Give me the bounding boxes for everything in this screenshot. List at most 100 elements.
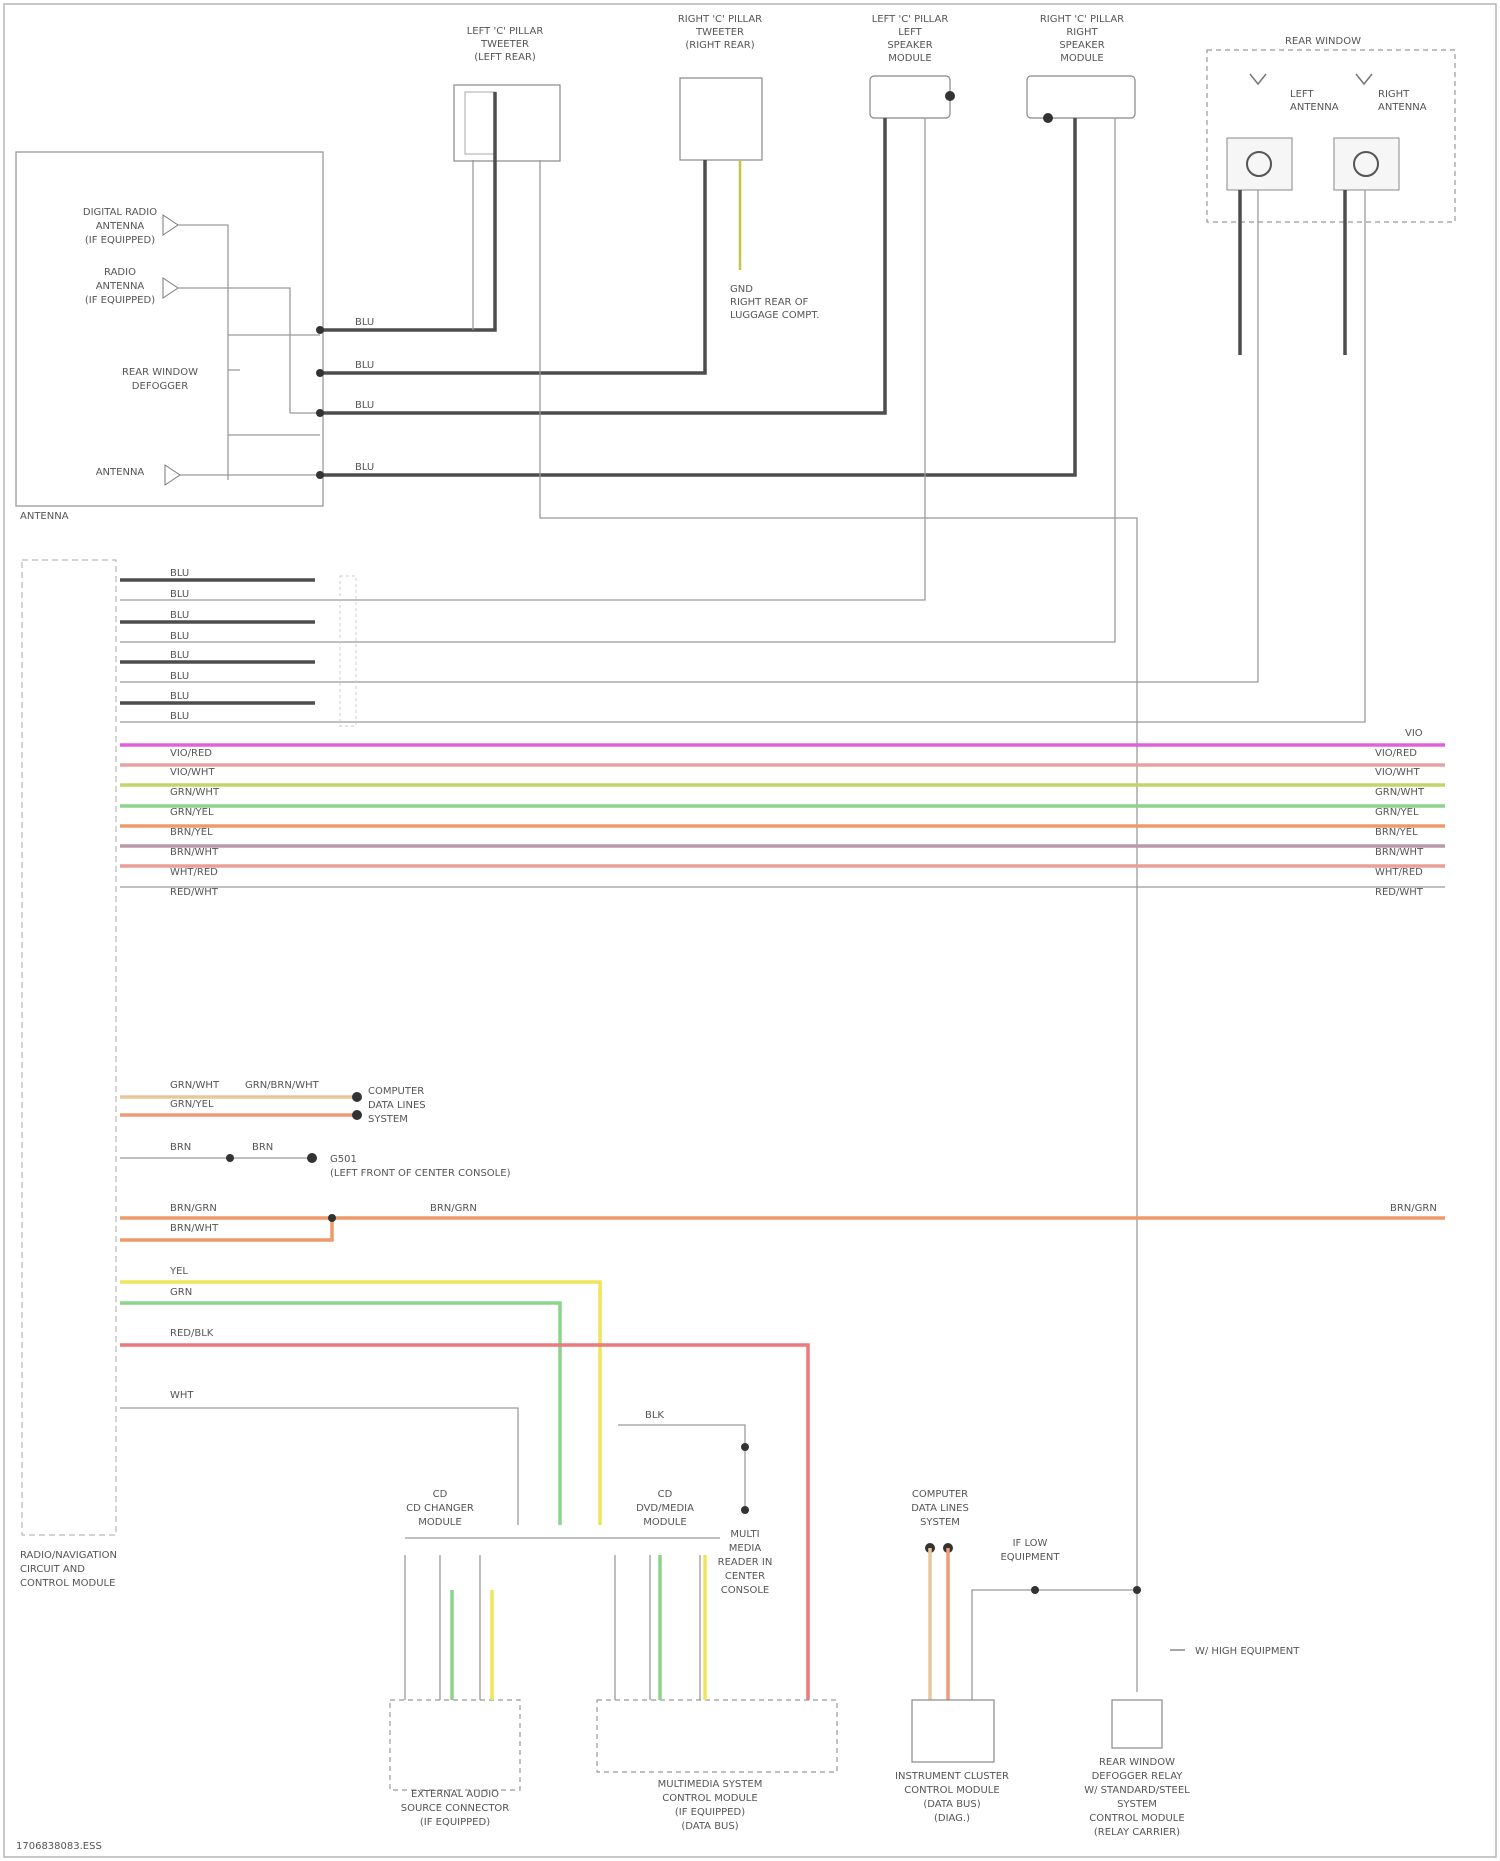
right-speaker-box (1027, 76, 1135, 118)
left-antenna-icon (1250, 74, 1266, 84)
relay-label-3: READER IN (718, 1557, 773, 1568)
orange-label-right: BRN/GRN (1390, 1203, 1437, 1214)
left-speaker-label-2: LEFT (898, 27, 922, 38)
pin-label-6: BLU (170, 671, 189, 682)
wire-left-tweeter-ground (540, 160, 1137, 1692)
relay-label-2: MEDIA (729, 1543, 762, 1554)
speaker-bus-wires: VIO/RED VIO/WHT GRN/WHT GRN/YEL BRN/YEL … (120, 728, 1445, 898)
gnd-note-3: LUGGAGE COMPT. (730, 310, 819, 321)
left-tweeter-label-3: (LEFT REAR) (474, 52, 536, 63)
right-speaker-label-3: SPEAKER (1059, 40, 1104, 51)
relay-label-4: CENTER (725, 1571, 765, 1582)
orange-wires: BRN/GRN BRN/WHT BRN/GRN BRN/GRN (120, 1203, 1445, 1240)
ground-target: G501 (330, 1154, 357, 1165)
antenna-box-frame (16, 152, 323, 506)
antenna-item-1-line3: (IF EQUIPPED) (85, 235, 155, 246)
bottom-labels: EXTERNAL AUDIO SOURCE CONNECTOR (IF EQUI… (16, 1757, 1190, 1852)
bus-right-label-1: VIO/RED (1375, 748, 1417, 759)
bus-right-label-8: RED/WHT (1375, 887, 1424, 898)
left-tweeter-box (454, 85, 560, 161)
antenna-item-3-line1: REAR WINDOW (122, 367, 198, 378)
left-speaker-label-1: LEFT 'C' PILLAR (872, 14, 949, 25)
top-wires: BLU BLU BLU BLU (316, 92, 1137, 1692)
defogger-label-4: SYSTEM (1117, 1799, 1157, 1810)
right-speaker-module: RIGHT 'C' PILLAR RIGHT SPEAKER MODULE (1027, 14, 1135, 123)
left-speaker-box (870, 76, 950, 118)
antenna-item-2-line1: RADIO (104, 267, 136, 278)
can-label-2: GRN/BRN/WHT (245, 1080, 320, 1091)
footer-code: 1706838083.ESS (16, 1841, 102, 1852)
pin-wire-left-speaker (120, 118, 925, 600)
orange-label-mid: BRN/GRN (430, 1203, 477, 1214)
dvd-label-3: MODULE (643, 1517, 686, 1528)
instrument-label-4: (DIAG.) (934, 1813, 970, 1824)
right-speaker-label-2: RIGHT (1066, 27, 1098, 38)
yellow-label: YEL (169, 1266, 188, 1277)
can-label-1: GRN/WHT (170, 1080, 220, 1091)
multimedia-label-2: CONTROL MODULE (662, 1793, 757, 1804)
instrument-label-3: (DATA BUS) (923, 1799, 980, 1810)
can-target-1: COMPUTER (368, 1086, 424, 1097)
right-tweeter-label-2: TWEETER (695, 27, 744, 38)
can-box-label-3: SYSTEM (920, 1517, 960, 1528)
top-wire-label-1: BLU (355, 317, 374, 328)
top-wire-label-4: BLU (355, 462, 374, 473)
defogger-label-1: REAR WINDOW (1099, 1757, 1175, 1768)
antenna-internal-wiring (178, 225, 320, 480)
dvd-label-1: CD (658, 1489, 673, 1500)
relay-label-5: CONSOLE (721, 1585, 769, 1596)
left-antenna-amp (1227, 138, 1292, 190)
can-label-3: GRN/YEL (170, 1099, 214, 1110)
pin-label-8: BLU (170, 711, 189, 722)
bus-right-label-2: VIO/WHT (1375, 767, 1420, 778)
can-ground-2: EQUIPMENT (1000, 1552, 1060, 1563)
can-box-label-1: COMPUTER (912, 1489, 968, 1500)
left-speaker-label-4: MODULE (888, 53, 931, 64)
module-label-3: CONTROL MODULE (20, 1578, 115, 1589)
gnd-note-1: GND (730, 284, 753, 295)
can-wires: GRN/WHT GRN/BRN/WHT GRN/YEL COMPUTER DAT… (120, 1080, 426, 1125)
media-reader-wire (618, 1425, 745, 1510)
orange-wire-loop (120, 1218, 332, 1240)
right-tweeter-box (680, 78, 762, 160)
cd-changer-label-2: CD CHANGER (406, 1503, 474, 1514)
antenna-item-1-line1: DIGITAL RADIO (83, 207, 157, 218)
bus-label-1: VIO/RED (170, 748, 212, 759)
multimedia-label-1: MULTIMEDIA SYSTEM (658, 1779, 763, 1790)
left-tweeter-label-2: TWEETER (480, 39, 529, 50)
wire-right-tweeter-a (320, 160, 705, 373)
defogger-label-2: DEFOGGER RELAY (1092, 1771, 1184, 1782)
external-audio-box (390, 1700, 520, 1790)
antenna-item-3-line2: DEFOGGER (132, 381, 188, 392)
instrument-label-1: INSTRUMENT CLUSTER (895, 1771, 1009, 1782)
ground-wire: BRN BRN G501 (LEFT FRONT OF CENTER CONSO… (120, 1142, 511, 1179)
antenna-item-4-line1: ANTENNA (96, 467, 145, 478)
defogger-relay-box (1112, 1700, 1162, 1748)
left-tweeter: LEFT 'C' PILLAR TWEETER (LEFT REAR) (454, 26, 560, 161)
relay-wire-label: BLK (645, 1410, 664, 1421)
antenna-pin-wires: BLU BLU BLU BLU BLU BLU BLU BLU (120, 118, 1365, 726)
rear-window-label: REAR WINDOW (1285, 36, 1361, 47)
green-label: GRN (170, 1287, 192, 1298)
bus-right-label-3: GRN/WHT (1375, 787, 1425, 798)
pin-wire-right-speaker (120, 118, 1115, 642)
right-tweeter-label-3: (RIGHT REAR) (685, 40, 754, 51)
right-speaker-label-4: MODULE (1060, 53, 1103, 64)
right-speaker-label-1: RIGHT 'C' PILLAR (1040, 14, 1124, 25)
digital-radio-antenna-symbol (163, 215, 178, 235)
pin-label-7: BLU (170, 691, 189, 702)
pin-label-1: BLU (170, 568, 189, 579)
relay-label-1: MULTI (730, 1529, 759, 1540)
bus-right-label-6: BRN/WHT (1375, 847, 1424, 858)
defogger-label-3: W/ STANDARD/STEEL (1084, 1785, 1190, 1796)
gnd-note-2: RIGHT REAR OF (730, 297, 809, 308)
bus-label-4: GRN/YEL (170, 807, 214, 818)
multimedia-label-3: (IF EQUIPPED) (675, 1807, 745, 1818)
antenna-item-2-line3: (IF EQUIPPED) (85, 295, 155, 306)
bus-label-3: GRN/WHT (170, 787, 220, 798)
can-target-3: SYSTEM (368, 1114, 408, 1125)
ground-label-2: BRN (252, 1142, 273, 1153)
rear-window-box (1207, 50, 1455, 222)
defogger-label-6: (RELAY CARRIER) (1094, 1827, 1180, 1838)
rear-window-left-label-2: ANTENNA (1290, 102, 1339, 113)
